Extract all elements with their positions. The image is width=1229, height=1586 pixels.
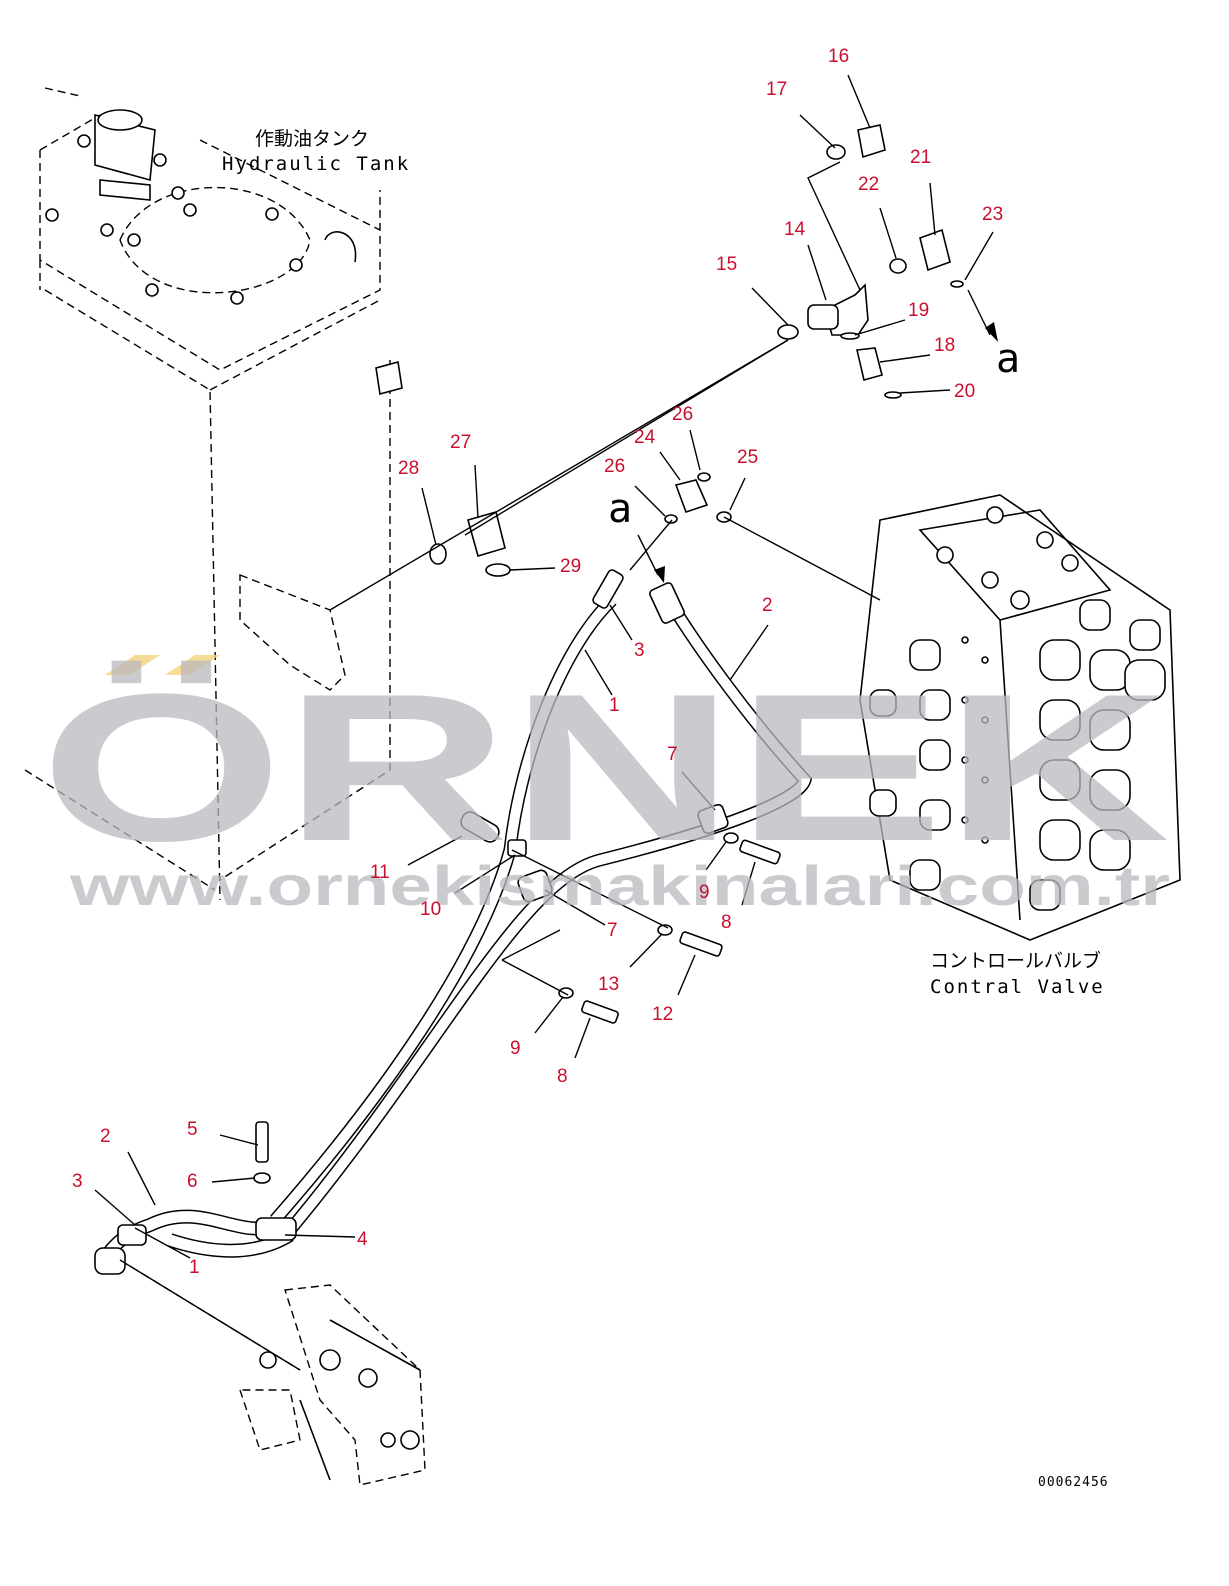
callout-28: 28	[398, 458, 419, 479]
callout-4: 4	[357, 1229, 368, 1250]
callout-1-lower: 1	[189, 1257, 200, 1278]
connector-lines	[119, 161, 881, 1371]
callout-17: 17	[766, 79, 787, 100]
callout-3-upper: 3	[634, 640, 645, 661]
callout-labels: 16 17 21 22 23 14 15 19 18 20 26 24 25 2…	[72, 46, 1003, 1278]
callout-8-upper: 8	[721, 912, 732, 933]
valve-label-en: Contral Valve	[930, 976, 1105, 998]
watermark-brand: ÖRNEK	[40, 650, 1170, 885]
reference-letter-a-right: a	[996, 336, 1020, 382]
callout-23: 23	[982, 204, 1003, 225]
leader-lines	[94, 74, 994, 1259]
callout-20: 20	[954, 381, 975, 402]
callout-18: 18	[934, 335, 955, 356]
callout-5: 5	[187, 1119, 198, 1140]
callout-2-upper: 2	[762, 595, 773, 616]
callout-13: 13	[598, 974, 619, 995]
callout-29: 29	[560, 556, 581, 577]
callout-26-top: 26	[672, 404, 693, 425]
callout-22: 22	[858, 174, 879, 195]
tank-label-en: Hydraulic Tank	[222, 153, 410, 175]
callout-16: 16	[828, 46, 849, 67]
callout-8-lower: 8	[557, 1066, 568, 1087]
callout-11: 11	[370, 862, 390, 883]
valve-label-jp: コントロールバルブ	[930, 949, 1101, 972]
callout-3-lower: 3	[72, 1171, 83, 1192]
callout-7-lower: 7	[607, 920, 618, 941]
control-valve	[859, 494, 1181, 941]
drawing-number: 00062456	[1038, 1475, 1109, 1490]
callout-1-upper: 1	[609, 695, 620, 716]
callout-26-left: 26	[604, 456, 625, 477]
callout-24: 24	[634, 427, 656, 448]
callout-10: 10	[420, 899, 441, 920]
callout-12: 12	[652, 1004, 673, 1025]
callout-19: 19	[908, 300, 929, 321]
reference-arrows	[637, 289, 998, 583]
lower-bracket	[119, 1259, 426, 1486]
callout-25: 25	[737, 447, 758, 468]
callout-9-upper: 9	[699, 882, 710, 903]
tank-label-jp: 作動油タンク	[255, 128, 369, 150]
callout-9-lower: 9	[510, 1038, 521, 1059]
fittings	[94, 124, 964, 1275]
callout-14: 14	[784, 219, 806, 240]
callout-7-upper: 7	[667, 744, 678, 765]
callout-15: 15	[716, 254, 737, 275]
callout-21: 21	[910, 147, 931, 168]
callout-27: 27	[450, 432, 471, 453]
watermark: ÖRNEK www.ornekismakinalari.com.tr	[40, 650, 1170, 917]
hydraulic-tank	[24, 87, 403, 901]
callout-6: 6	[187, 1171, 198, 1192]
watermark-url: www.ornekismakinalari.com.tr	[69, 854, 1170, 917]
reference-letter-a-left: a	[608, 486, 632, 532]
callout-2-lower: 2	[100, 1126, 111, 1147]
